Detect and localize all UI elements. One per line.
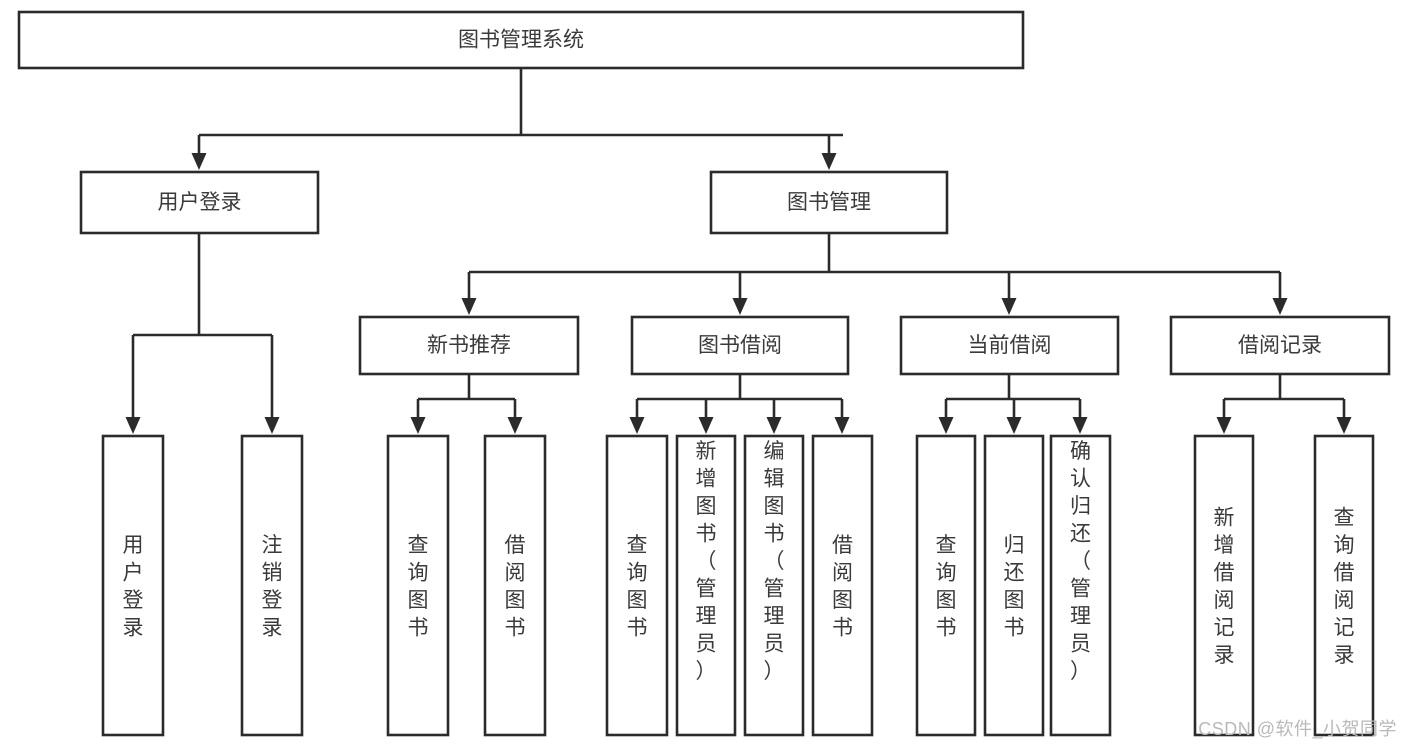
node-label: 编辑图书（管理员） — [764, 440, 785, 683]
node-label: 确认归还（管理员） — [1070, 440, 1091, 683]
node-box — [483, 434, 547, 737]
node-label: 图书借阅 — [698, 334, 782, 357]
arrow-head-icon — [461, 298, 477, 315]
node-box — [240, 434, 304, 737]
node-box — [915, 434, 977, 737]
node-box — [1193, 434, 1255, 737]
arrow-head-icon — [125, 417, 141, 434]
node-current-return-book[interactable]: 归还图书 — [983, 434, 1045, 737]
node-label: 查询图书 — [627, 534, 648, 640]
node-box — [1313, 434, 1375, 737]
node-label: 用户登录 — [123, 534, 144, 640]
node-record-query[interactable]: 查询借阅记录 — [1313, 434, 1375, 737]
arrow-head-icon — [766, 417, 782, 434]
arrow-head-icon — [834, 417, 850, 434]
node-label: 新增借阅记录 — [1214, 506, 1235, 667]
arrow-head-icon — [821, 153, 837, 170]
csdn-watermark: CSDN @软件_小贺同学 — [1198, 719, 1397, 739]
node-label: 当前借阅 — [968, 334, 1052, 357]
node-box — [17, 10, 1025, 70]
node-label: 新增图书（管理员） — [696, 440, 717, 683]
node-box — [1169, 315, 1391, 376]
node-label: 新书推荐 — [427, 334, 511, 357]
node-label: 查询图书 — [408, 534, 429, 640]
node-box — [358, 315, 580, 376]
node-book-borrow[interactable]: 图书借阅 — [630, 315, 850, 376]
node-user-login[interactable]: 用户登录 — [79, 170, 320, 235]
node-box — [743, 434, 805, 737]
arrow-head-icon — [1006, 417, 1022, 434]
node-recommend-query-book[interactable]: 查询图书 — [386, 434, 450, 737]
node-root[interactable]: 图书管理系统 — [17, 10, 1025, 70]
node-borrow-record[interactable]: 借阅记录 — [1169, 315, 1391, 376]
node-box — [675, 434, 737, 737]
node-current-query-book[interactable]: 查询图书 — [915, 434, 977, 737]
node-label: 归还图书 — [1004, 534, 1025, 640]
node-box — [79, 170, 320, 235]
node-recommend-borrow-book[interactable]: 借阅图书 — [483, 434, 547, 737]
node-box — [811, 434, 874, 737]
node-layer: 图书管理系统用户登录用户登录注销登录图书管理新书推荐查询图书借阅图书图书借阅查询… — [17, 10, 1391, 737]
node-box — [630, 315, 850, 376]
arrow-head-icon — [1072, 417, 1088, 434]
arrow-head-icon — [1001, 298, 1017, 315]
arrow-head-icon — [732, 298, 748, 315]
arrow-head-icon — [507, 417, 523, 434]
node-box — [1049, 434, 1112, 737]
node-box — [605, 434, 669, 737]
node-label: 图书管理系统 — [458, 29, 584, 52]
node-record-add[interactable]: 新增借阅记录 — [1193, 434, 1255, 737]
node-borrow-edit-book[interactable]: 编辑图书（管理员） — [743, 434, 805, 737]
node-box — [899, 315, 1120, 376]
node-label: 查询借阅记录 — [1334, 506, 1355, 667]
node-label: 借阅记录 — [1238, 334, 1322, 357]
arrow-head-icon — [191, 153, 207, 170]
arrow-head-icon — [1336, 417, 1352, 434]
arrow-head-icon — [1272, 298, 1288, 315]
node-user-login-leaf[interactable]: 用户登录 — [101, 434, 165, 737]
node-box — [983, 434, 1045, 737]
node-user-logout-leaf[interactable]: 注销登录 — [240, 434, 304, 737]
node-label: 借阅图书 — [832, 534, 853, 640]
arrow-head-icon — [938, 417, 954, 434]
node-book-management[interactable]: 图书管理 — [709, 170, 949, 235]
node-current-confirm-return[interactable]: 确认归还（管理员） — [1049, 434, 1112, 737]
node-new-book-recommend[interactable]: 新书推荐 — [358, 315, 580, 376]
node-label: 查询图书 — [936, 534, 957, 640]
node-label: 借阅图书 — [505, 534, 526, 640]
node-box — [709, 170, 949, 235]
node-box — [386, 434, 450, 737]
arrow-head-icon — [1216, 417, 1232, 434]
node-box — [101, 434, 165, 737]
node-borrow-borrow-book[interactable]: 借阅图书 — [811, 434, 874, 737]
arrow-head-icon — [410, 417, 426, 434]
node-label: 注销登录 — [262, 534, 283, 640]
arrow-head-icon — [698, 417, 714, 434]
arrow-head-icon — [264, 417, 280, 434]
arrow-head-icon — [629, 417, 645, 434]
node-current-borrow[interactable]: 当前借阅 — [899, 315, 1120, 376]
node-label: 图书管理 — [787, 191, 871, 214]
node-label: 用户登录 — [158, 191, 242, 214]
node-borrow-query-book[interactable]: 查询图书 — [605, 434, 669, 737]
arrow-head-layer — [125, 153, 1352, 434]
node-borrow-add-book[interactable]: 新增图书（管理员） — [675, 434, 737, 737]
